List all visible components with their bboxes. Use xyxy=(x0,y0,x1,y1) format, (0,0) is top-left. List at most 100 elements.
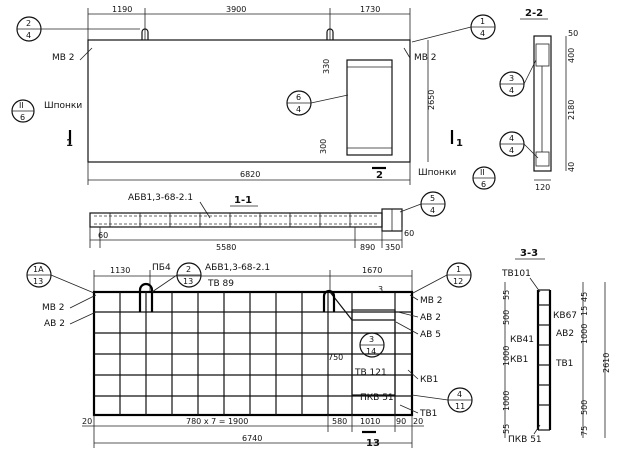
dim-40: 40 xyxy=(567,162,576,172)
section-1-1: 1-1 АБВ1,3-68-2.1 5 4 xyxy=(89,191,446,252)
svg-text:11: 11 xyxy=(455,402,465,411)
section-1-1-title: 1-1 xyxy=(234,195,252,206)
bubble-1-12: 1 12 xyxy=(412,262,472,294)
bubble-5-4: 5 4 xyxy=(399,191,446,217)
label-750: 750 xyxy=(328,353,343,362)
bubble-4-11: 4 11 xyxy=(411,387,473,413)
dim-6740: 6740 xyxy=(242,434,262,443)
svg-text:14: 14 xyxy=(366,347,376,356)
svg-text:II: II xyxy=(19,101,24,110)
label-kv67: КВ67 xyxy=(553,311,577,321)
bubble-4-4: 4 4 xyxy=(499,131,539,159)
svg-text:6: 6 xyxy=(481,180,486,189)
label-ab2-cage-left: АВ 2 xyxy=(44,319,65,329)
dim-300: 300 xyxy=(319,139,328,154)
dim-1730: 1730 xyxy=(360,5,380,14)
label-mv2-left: МВ 2 xyxy=(52,53,75,63)
dim-5580: 5580 xyxy=(216,243,236,252)
svg-text:1: 1 xyxy=(480,17,485,26)
svg-text:5: 5 xyxy=(430,194,435,203)
dim-90: 90 xyxy=(396,417,406,426)
bubble-1-4-top: 1 4 xyxy=(411,14,496,43)
dim-3-3-55-top: 55 xyxy=(502,290,511,300)
bubble-2-13: 2 13 xyxy=(151,262,202,293)
section-3-3-ties xyxy=(538,304,550,406)
dim-50: 50 xyxy=(568,29,578,38)
section-3-3-title: 3-3 xyxy=(520,248,538,259)
label-shponki-left: Шпонки xyxy=(44,101,82,111)
lifting-loop-right xyxy=(326,28,334,40)
section-mark-2: 2 xyxy=(376,170,383,181)
svg-text:3: 3 xyxy=(509,74,514,83)
svg-text:6: 6 xyxy=(296,93,301,102)
dim-780x7: 780 x 7 = 1900 xyxy=(186,417,248,426)
top-view: 1190 3900 1730 330 300 2650 6820 МВ 2 МВ… xyxy=(11,5,496,190)
svg-text:II: II xyxy=(480,168,485,177)
dim-400: 400 xyxy=(567,48,576,63)
svg-text:4: 4 xyxy=(296,105,301,114)
dim-3-3-1000-right: 1000 xyxy=(580,324,589,344)
window-opening xyxy=(346,59,393,156)
dim-3-3-75: 75 xyxy=(580,426,589,436)
svg-text:12: 12 xyxy=(453,277,463,286)
dim-3-3-1000-b: 1000 xyxy=(502,391,511,411)
label-shponki-right: Шпонки xyxy=(418,168,456,178)
label-tv101: ТВ101 xyxy=(501,269,531,279)
lifting-loop-right-cage xyxy=(322,289,336,312)
bubble-II-6-left: II 6 xyxy=(11,99,35,123)
label-3-cage: 3 xyxy=(378,285,383,294)
label-kv1-3-3: КВ1 xyxy=(510,355,528,365)
cage-window-zone xyxy=(351,309,396,396)
label-ab2-cage-right: АВ 2 xyxy=(420,313,441,323)
label-mv2-cage-right: МВ 2 xyxy=(420,296,443,306)
dim-3-3-15: 15 xyxy=(580,306,589,316)
dim-1010: 1010 xyxy=(360,417,380,426)
label-kv41: КВ41 xyxy=(510,335,534,345)
label-mv2-right: МВ 2 xyxy=(414,53,437,63)
dim-3900: 3900 xyxy=(226,5,246,14)
label-tv1-cage: ТВ1 xyxy=(419,409,437,419)
dim-3-3-500: 500 xyxy=(502,310,511,325)
dim-2650: 2650 xyxy=(427,90,436,110)
label-ab5: АВ 5 xyxy=(420,330,441,340)
svg-text:4: 4 xyxy=(430,206,435,215)
svg-text:3: 3 xyxy=(369,335,374,344)
svg-text:13: 13 xyxy=(183,277,193,286)
cage-plan: 1130 1670 xyxy=(26,262,473,449)
dim-60-left: 60 xyxy=(98,231,108,240)
dim-6820: 6820 xyxy=(240,170,260,179)
label-tv1-3-3: ТВ1 xyxy=(555,359,573,369)
svg-text:1A: 1A xyxy=(33,265,44,274)
dim-3-3-2610: 2610 xyxy=(602,353,611,373)
section-mark-1-left: 1 xyxy=(66,138,73,149)
label-pb4: ПБ4 xyxy=(152,263,171,273)
svg-text:4: 4 xyxy=(457,390,462,399)
lifting-loop-pb4 xyxy=(138,282,154,312)
label-pkv51-cage: ПКВ 51 xyxy=(360,393,394,403)
section-mark-1-right: 1 xyxy=(456,138,463,149)
cage-horizontal-bars xyxy=(94,311,412,397)
section-mark-3: 13 xyxy=(366,438,380,449)
svg-text:4: 4 xyxy=(509,134,514,143)
svg-text:13: 13 xyxy=(33,277,43,286)
svg-text:2: 2 xyxy=(186,265,191,274)
svg-text:4: 4 xyxy=(509,86,514,95)
svg-text:2: 2 xyxy=(26,19,31,28)
section-2-2-body xyxy=(533,35,552,172)
dim-120: 120 xyxy=(535,183,550,192)
section-2-2: 2-2 50 400 2180 40 120 3 4 4 4 xyxy=(499,8,578,192)
dim-3-3-1000-a: 1000 xyxy=(502,346,511,366)
bubble-3-14: 3 14 xyxy=(359,332,385,358)
dim-3-3-55-bottom: 55 xyxy=(502,424,511,434)
bubble-2-4: 2 4 xyxy=(16,16,140,42)
section-1-1-ties xyxy=(109,213,351,227)
svg-text:6: 6 xyxy=(20,113,25,122)
dim-20-left: 20 xyxy=(82,417,92,426)
label-tv121: ТВ 121 xyxy=(354,368,387,378)
label-abv-cage: АБВ1,3-68-2.1 xyxy=(205,263,270,273)
svg-text:1: 1 xyxy=(456,265,461,274)
bubble-II-6-right: II 6 xyxy=(472,166,496,190)
label-kv1-cage: КВ1 xyxy=(420,375,438,385)
dim-1670: 1670 xyxy=(362,266,382,275)
